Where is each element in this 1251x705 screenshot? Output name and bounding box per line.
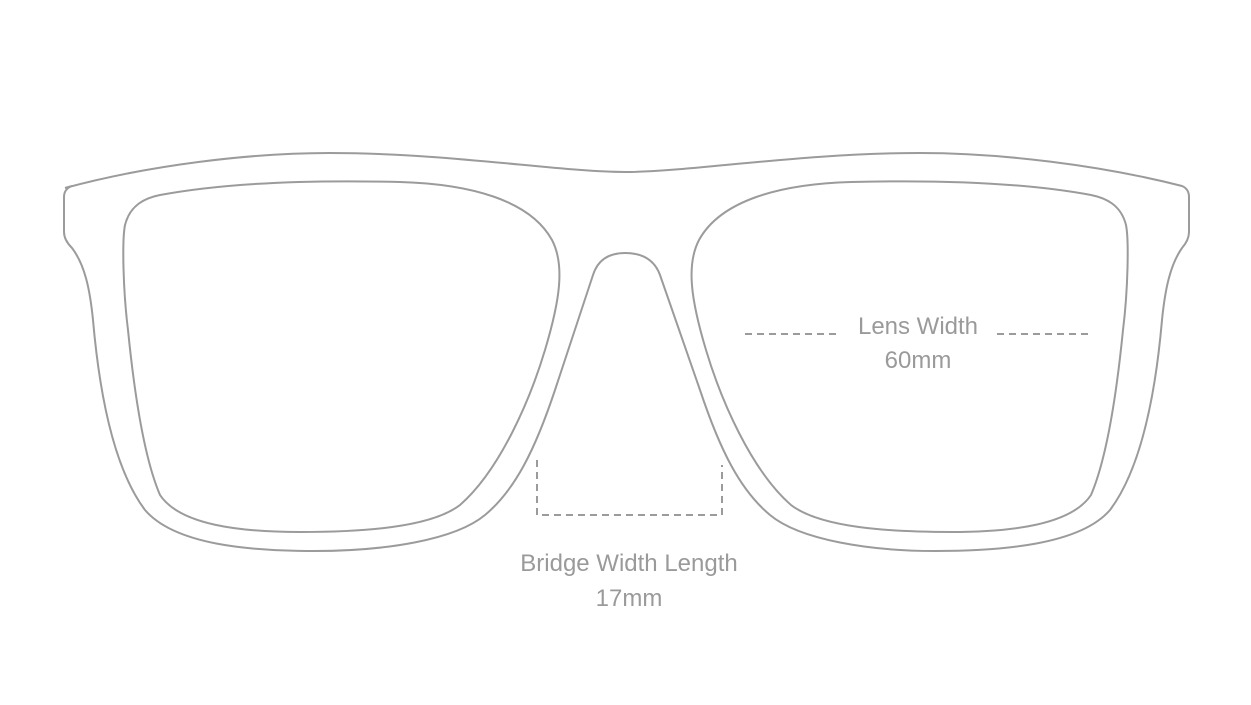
lens-width-label: Lens Width [858, 313, 978, 340]
glasses-frame-outline [63, 151, 1190, 553]
lens-width-value: 60mm [885, 347, 952, 374]
bridge-width-value: 17mm [596, 585, 663, 612]
bridge-width-bracket [536, 460, 723, 516]
left-lens-outline [122, 180, 561, 534]
bridge-width-label: Bridge Width Length [520, 550, 737, 577]
